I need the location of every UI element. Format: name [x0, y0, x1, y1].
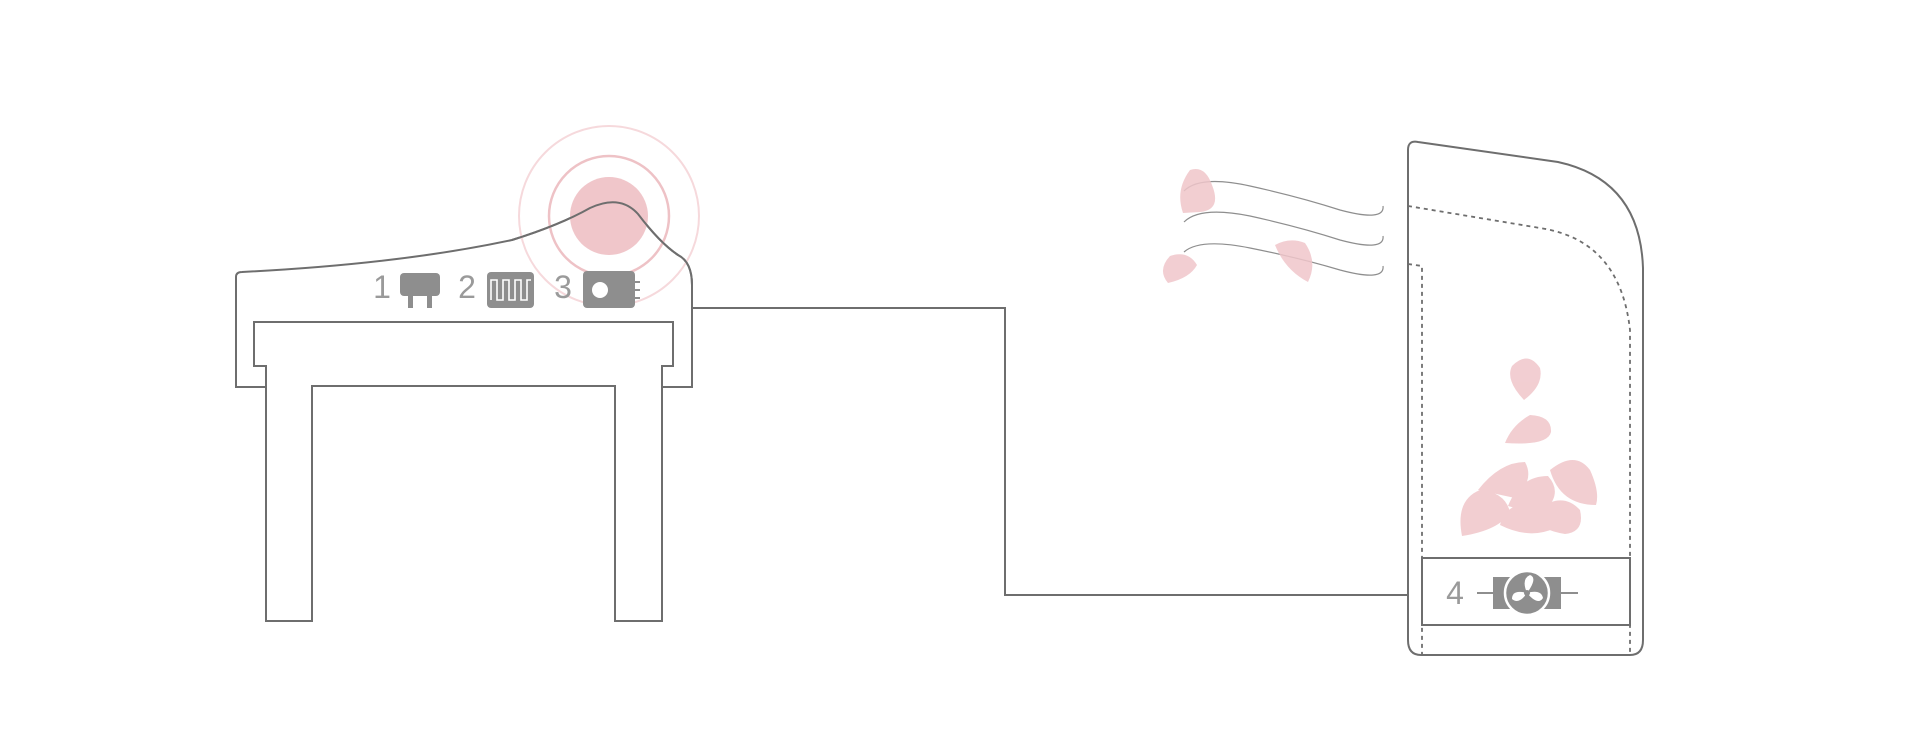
fan-compartment-box	[1421, 557, 1631, 626]
petal-icon	[1180, 169, 1216, 213]
module-1: 1	[373, 269, 440, 308]
petal-icon	[1275, 240, 1313, 282]
petals-inside	[1460, 358, 1598, 536]
diffuser-inner-dashed-left	[1407, 263, 1423, 655]
diffuser-outer-shell	[1407, 140, 1644, 656]
petal-icon	[1162, 254, 1197, 283]
module-3-label: 3	[554, 269, 572, 305]
module-2-label: 2	[458, 269, 476, 305]
scent-wave	[1183, 211, 1384, 246]
module-2: 2	[458, 269, 534, 308]
pulse-wave-icon	[487, 272, 534, 308]
sensor-chip-icon	[400, 273, 440, 308]
petals-floating	[1162, 169, 1313, 283]
diffuser-device: 4	[1407, 140, 1644, 656]
table-legs-outline	[265, 385, 663, 622]
module-1-label: 1	[373, 269, 391, 305]
petal-icon	[1505, 415, 1552, 444]
table-top-curve-overlay	[511, 201, 693, 286]
petal-icon	[1530, 500, 1581, 534]
petal-icon	[1478, 462, 1529, 498]
petal-icon	[1550, 460, 1598, 505]
module-4-label: 4	[1446, 575, 1464, 611]
table-device	[235, 201, 693, 622]
petal-icon	[1510, 358, 1541, 400]
petal-icon	[1460, 490, 1510, 536]
proximity-sensor-icon	[583, 271, 640, 308]
fan-icon	[1477, 569, 1578, 617]
fan-compartment: 4	[1421, 557, 1631, 626]
module-3: 3	[554, 269, 640, 308]
connection-cable	[692, 307, 1408, 596]
pulse-dot	[570, 177, 648, 255]
